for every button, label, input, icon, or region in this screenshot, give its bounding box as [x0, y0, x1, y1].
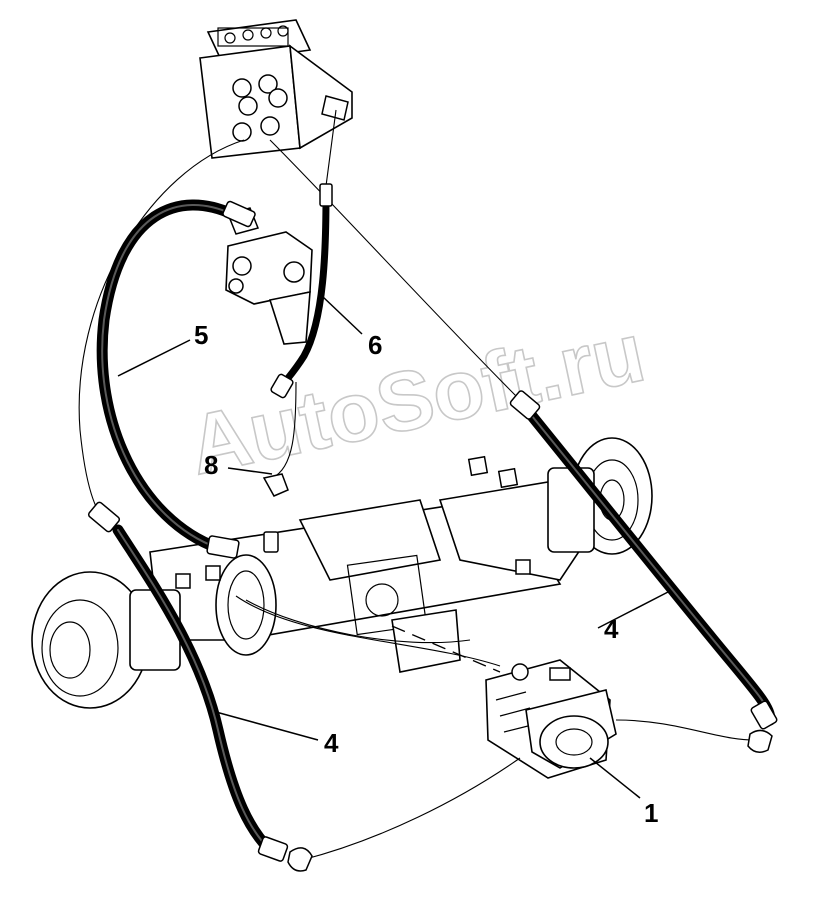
hose-5 [96, 199, 238, 554]
pilot-line-8 [271, 109, 337, 479]
callout-1: 1 [644, 798, 658, 828]
pump-return-right [615, 719, 761, 741]
loop-line [245, 599, 471, 644]
hose-fittings [87, 183, 778, 872]
callout-5: 5 [194, 320, 208, 350]
pump-return-left [301, 757, 521, 861]
brake-valve-block [225, 207, 313, 345]
drain-line-right [269, 139, 523, 403]
hydraulic-pump [485, 659, 617, 779]
mount-line [391, 625, 501, 673]
leader-4b [215, 711, 319, 741]
callout-4-right: 4 [604, 614, 619, 644]
hose-4-left [112, 524, 276, 856]
leader-1 [589, 757, 641, 799]
axle-to-pump-line [235, 595, 501, 667]
leader-5 [117, 339, 191, 377]
callout-6: 6 [368, 330, 382, 360]
leader-4a [597, 591, 669, 629]
control-valve-block [199, 19, 353, 159]
leader-8 [227, 467, 273, 475]
leader-6 [321, 295, 363, 335]
callout-8: 8 [204, 450, 218, 480]
callout-4-left: 4 [324, 728, 339, 758]
drain-line-left [78, 139, 245, 521]
hose-4-right [526, 410, 776, 726]
